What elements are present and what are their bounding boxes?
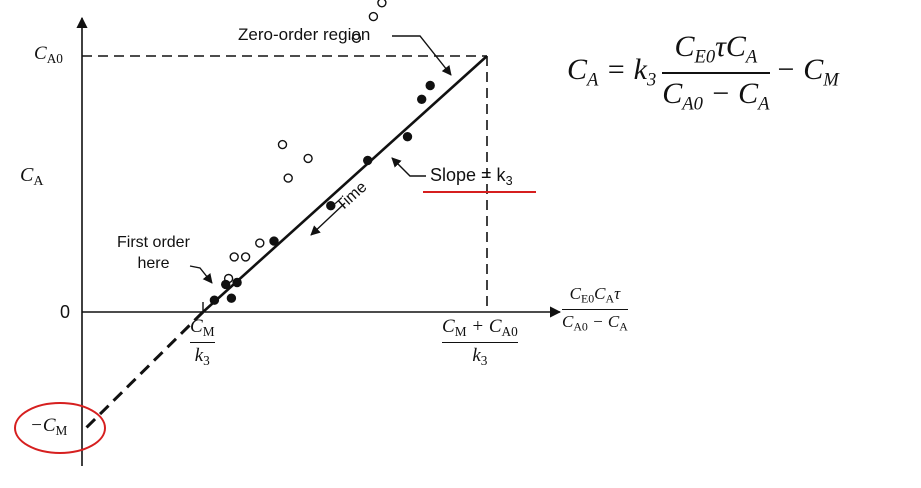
filled-data-point: [269, 236, 279, 246]
open-data-point: [303, 153, 313, 164]
time-arrow: [310, 202, 346, 236]
y-tick-top-label: CA0: [34, 43, 63, 66]
x-axis-label: CE0CAτ CA0 − CA: [562, 284, 628, 334]
filled-data-point: [402, 131, 413, 142]
filled-data-point: [232, 277, 242, 288]
first-order-label: First order here: [117, 234, 190, 272]
zero-order-arrow: [392, 35, 452, 76]
open-data-point: [229, 252, 239, 262]
slope-label: Slope = k3: [430, 165, 513, 188]
open-data-point: [283, 173, 293, 183]
filled-data-point: [326, 200, 336, 211]
y-axis-label: CA: [20, 164, 44, 190]
open-data-point: [277, 139, 288, 150]
open-data-point: [255, 238, 265, 248]
first-order-arrow: [189, 265, 213, 284]
open-data-point: [368, 11, 379, 22]
extrapolated-line: [84, 310, 205, 430]
fit-line: [202, 55, 488, 313]
data-markers: [209, 0, 435, 305]
filled-data-point: [209, 295, 220, 305]
x-end-label: CM + CA0 k3: [442, 316, 518, 369]
zero-order-label: Zero-order region: [238, 25, 371, 44]
open-data-point: [351, 33, 362, 43]
filled-data-point: [363, 155, 373, 166]
rate-equation: CA = k3 CE0τCA CA0 − CA − CM: [567, 30, 839, 114]
slope-arrow: [391, 157, 426, 177]
filled-data-point: [220, 279, 231, 290]
neg-intercept-label: −CM: [30, 415, 68, 438]
x-intercept-label: CM k3: [190, 316, 215, 369]
neg-intercept-circle: [14, 402, 106, 454]
origin-label: 0: [60, 302, 71, 322]
filled-data-point: [425, 80, 435, 91]
filled-data-point: [417, 94, 427, 105]
open-data-point: [377, 0, 387, 8]
open-data-point: [240, 252, 251, 262]
filled-data-point: [226, 293, 237, 303]
